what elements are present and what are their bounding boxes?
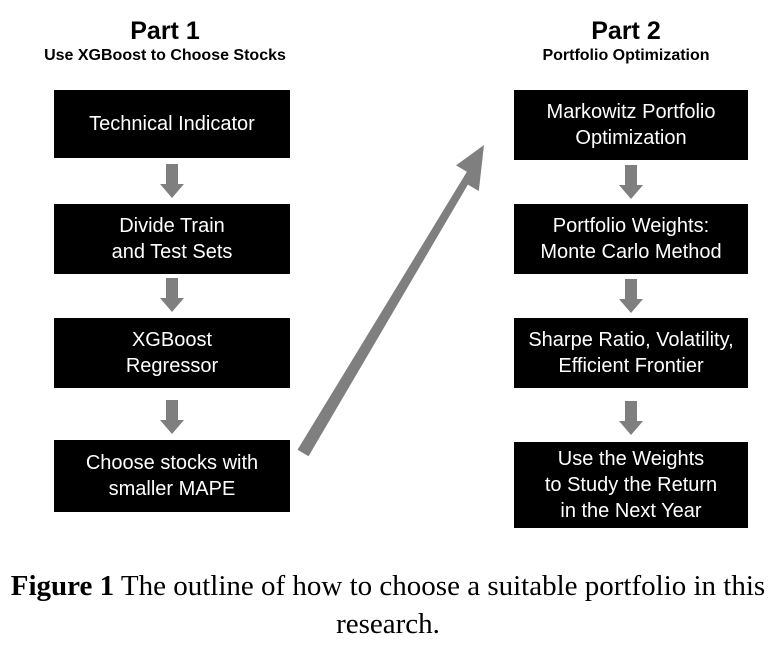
part1-step-label: Choose stocks with smaller MAPE <box>85 452 259 500</box>
caption-text: The outline of how to choose a suitable … <box>114 570 766 640</box>
part1-step-divide-sets: Divide Train and Test Sets <box>54 204 290 274</box>
part2-step-sharpe-ratio: Sharpe Ratio, Volatility, Efficient Fron… <box>514 318 748 388</box>
part1-step-label: Divide Train and Test Sets <box>111 215 233 263</box>
part1-step-choose-stocks: Choose stocks with smaller MAPE <box>54 440 290 512</box>
down-arrow-icon <box>160 400 184 434</box>
figure-label: Figure 1 <box>10 570 115 602</box>
down-arrow-icon <box>619 165 643 199</box>
part1-step-label: Technical Indicator <box>89 113 255 135</box>
down-arrow-icon <box>619 401 643 435</box>
part2-step-markowitz: Markowitz Portfolio Optimization <box>514 90 748 160</box>
part1-step-technical-indicator: Technical Indicator <box>54 90 290 158</box>
down-arrow-icon <box>619 279 643 313</box>
figure-caption: Figure 1 The outline of how to choose a … <box>0 567 776 643</box>
down-arrow-icon <box>160 164 184 198</box>
part2-title: Part 2 <box>591 17 661 45</box>
part2-step-label: Markowitz Portfolio Optimization <box>546 101 716 149</box>
part1-step-label: XGBoost Regressor <box>125 329 219 377</box>
down-arrow-icon <box>160 278 184 312</box>
part2-step-use-weights: Use the Weights to Study the Return in t… <box>514 442 748 528</box>
part1-step-xgboost-regressor: XGBoost Regressor <box>54 318 290 388</box>
part2-step-label: Portfolio Weights: Monte Carlo Method <box>540 215 722 263</box>
part2-header: Part 2 Portfolio Optimization <box>488 16 764 66</box>
part2-subtitle: Portfolio Optimization <box>542 47 710 64</box>
part2-step-label: Use the Weights to Study the Return in t… <box>544 448 718 522</box>
part2-step-label: Sharpe Ratio, Volatility, Efficient Fron… <box>528 329 734 377</box>
part1-subtitle: Use XGBoost to Choose Stocks <box>44 47 286 64</box>
part1-header: Part 1 Use XGBoost to Choose Stocks <box>0 16 330 66</box>
part2-step-monte-carlo: Portfolio Weights: Monte Carlo Method <box>514 204 748 274</box>
part1-title: Part 1 <box>130 17 200 45</box>
